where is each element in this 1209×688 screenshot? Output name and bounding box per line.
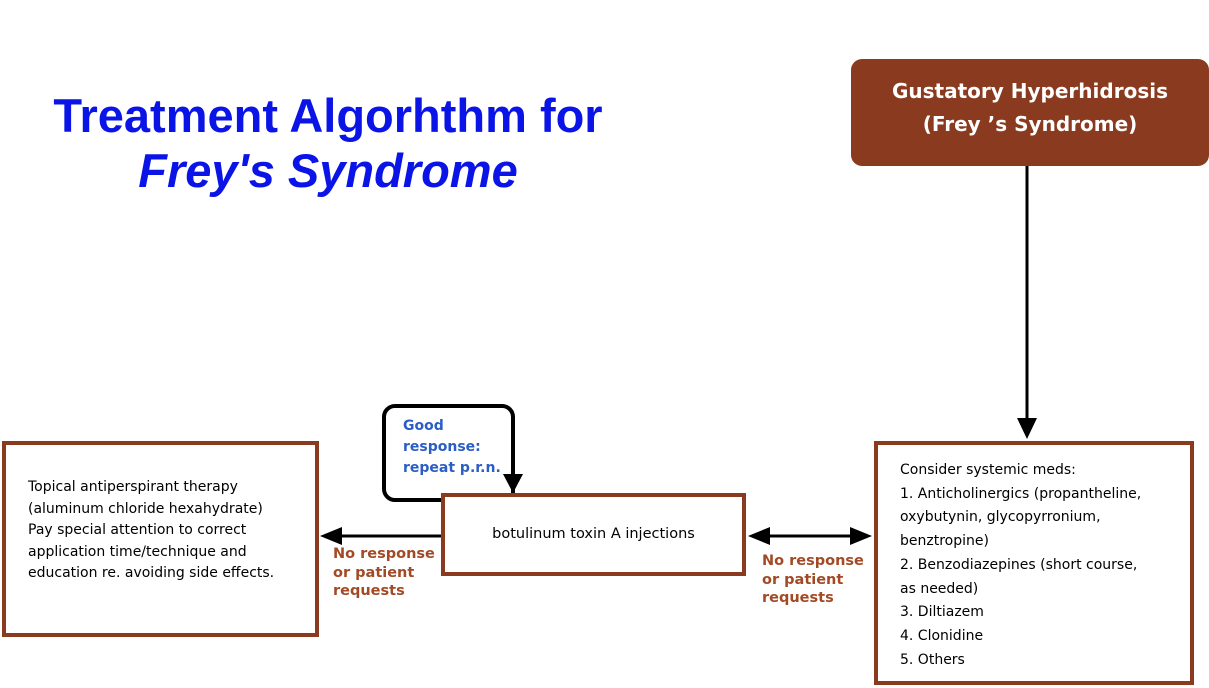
topical-line-5: education re. avoiding side effects. xyxy=(28,565,275,581)
topical-line-4: application time/technique and xyxy=(28,543,247,560)
topical-line-3: Pay special attention to correct xyxy=(28,522,247,538)
no-response-left-line-2: or patient xyxy=(333,564,415,581)
systemic-line-3: oxybutynin, glycopyrronium, xyxy=(900,509,1101,526)
arrowhead-to-botox xyxy=(748,527,770,545)
node-systemic-meds: Consider systemic meds: 1. Anticholinerg… xyxy=(874,441,1194,685)
systemic-line-5: 2. Benzodiazepines (short course, xyxy=(900,556,1138,573)
no-response-right-line-3: requests xyxy=(762,590,834,606)
systemic-line-9: 5. Others xyxy=(900,651,965,668)
label-no-response-left: No response or patient requests xyxy=(333,545,435,601)
title-line-1: Treatment Algorhthm for xyxy=(53,89,603,142)
good-response-line-1: Good xyxy=(403,418,444,434)
arrowhead-to-systemic xyxy=(850,527,872,545)
no-response-right-line-2: or patient xyxy=(762,571,844,588)
systemic-line-6: as needed) xyxy=(900,580,979,597)
node-topical-therapy: Topical antiperspirant therapy (aluminum… xyxy=(2,441,319,637)
systemic-line-8: 4. Clonidine xyxy=(900,627,984,644)
root-line-2: (Frey ’s Syndrome) xyxy=(922,112,1138,136)
node-botulinum-toxin: botulinum toxin A injections xyxy=(441,493,746,576)
arrowhead-root-to-systemic xyxy=(1017,418,1037,439)
no-response-right-line-1: No response xyxy=(762,553,864,569)
arrowhead-to-topical xyxy=(320,527,342,545)
label-good-response: Good response: repeat p.r.n. xyxy=(403,416,501,479)
systemic-line-4: benztropine) xyxy=(900,533,989,550)
title-line-2: Frey's Syndrome xyxy=(138,144,518,197)
systemic-line-1: Consider systemic meds: xyxy=(900,462,1076,478)
no-response-left-line-3: requests xyxy=(333,583,405,599)
no-response-left-line-1: No response xyxy=(333,546,435,562)
diagram-title: Treatment Algorhthm for Frey's Syndrome xyxy=(28,88,628,198)
topical-line-1: Topical antiperspirant therapy xyxy=(28,479,238,495)
systemic-line-2: 1. Anticholinergics (propantheline, xyxy=(900,485,1142,502)
node-gustatory-hyperhidrosis: Gustatory Hyperhidrosis (Frey ’s Syndrom… xyxy=(851,59,1209,166)
label-no-response-right: No response or patient requests xyxy=(762,552,864,608)
good-response-line-3: repeat p.r.n. xyxy=(403,460,501,476)
systemic-line-7: 3. Diltiazem xyxy=(900,604,984,621)
topical-line-2: (aluminum chloride hexahydrate) xyxy=(28,500,263,517)
good-response-line-2: response: xyxy=(403,439,481,455)
root-line-1: Gustatory Hyperhidrosis xyxy=(892,79,1168,103)
